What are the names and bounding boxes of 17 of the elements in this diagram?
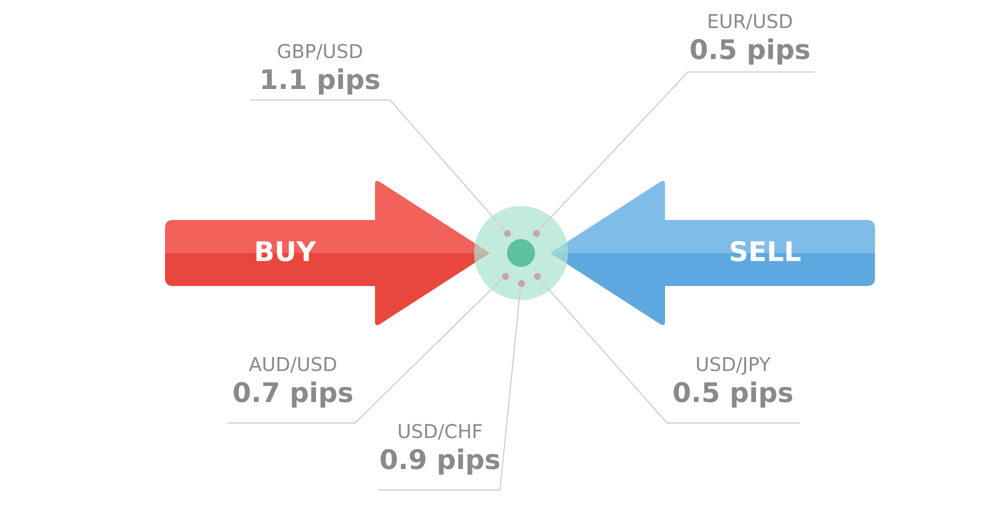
leader-line — [538, 71, 815, 231]
arrow-label: BUY — [252, 236, 318, 270]
leader-line — [228, 278, 503, 424]
spread-value: 1.1 pips — [258, 64, 382, 98]
currency-pair-label: GBP/USD — [276, 40, 364, 64]
arrow-label: SELL — [728, 236, 802, 270]
currency-pair-label: EUR/USD — [706, 10, 794, 34]
currency-pair-label: USD/JPY — [694, 353, 772, 377]
currency-pair-label: USD/CHF — [396, 420, 484, 444]
spread-value: 0.5 pips — [688, 34, 812, 68]
spread-value: 0.5 pips — [671, 377, 795, 411]
leader-line — [250, 99, 506, 231]
spread-value: 0.9 pips — [378, 444, 502, 478]
spread-value: 0.7 pips — [231, 377, 355, 411]
leader-line — [538, 278, 800, 424]
leader-line — [378, 286, 522, 491]
currency-pair-label: AUD/USD — [248, 353, 338, 377]
